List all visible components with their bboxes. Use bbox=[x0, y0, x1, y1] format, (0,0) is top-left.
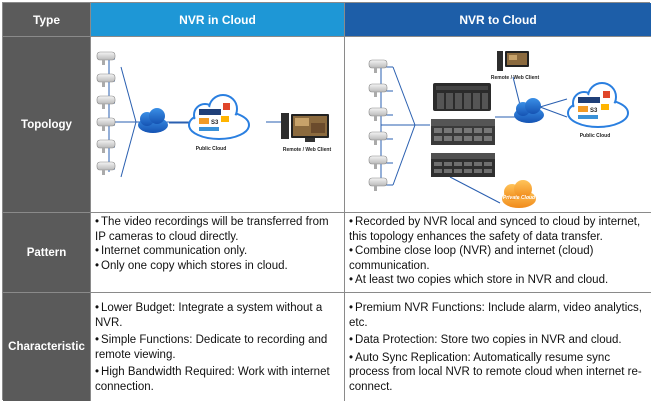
comparison-table: Type NVR in Cloud NVR to Cloud Topology bbox=[2, 2, 651, 401]
topology-a-svg: S3 Public Cloud Remote / Web Client bbox=[96, 51, 332, 178]
ip-camera-icons bbox=[368, 59, 388, 191]
private-cloud-label: Private Cloud bbox=[503, 195, 536, 201]
characteristic-a-list: Lower Budget: Integrate a system without… bbox=[95, 301, 340, 394]
list-item: Lower Budget: Integrate a system without… bbox=[95, 301, 340, 330]
remote-client-label: Remote / Web Client bbox=[491, 75, 540, 81]
public-cloud-label: Public Cloud bbox=[196, 146, 227, 152]
row-label-characteristic-text: Characteristic bbox=[8, 341, 85, 353]
header-nvr-in-cloud-label: NVR in Cloud bbox=[179, 12, 256, 27]
list-item: Premium NVR Functions: Include alarm, vi… bbox=[349, 301, 647, 330]
pattern-a-list: The video recordings will be transferred… bbox=[95, 215, 340, 273]
list-item: Auto Sync Replication: Automatically res… bbox=[349, 351, 647, 395]
topology-diagram-nvr-in-cloud: S3 Public Cloud Remote / Web Client bbox=[91, 37, 345, 213]
public-cloud-label: Public Cloud bbox=[580, 133, 611, 139]
public-cloud-icon: S3 bbox=[188, 94, 250, 140]
row-label-pattern: Pattern bbox=[3, 213, 91, 293]
characteristic-nvr-in-cloud: Lower Budget: Integrate a system without… bbox=[91, 293, 345, 401]
list-item: Internet communication only. bbox=[95, 244, 340, 259]
public-cloud-icon: S3 bbox=[567, 82, 629, 128]
header-type: Type bbox=[3, 3, 91, 37]
topology-diagram-nvr-to-cloud: Remote / Web Client S3 Public Cloud bbox=[345, 37, 651, 213]
header-type-label: Type bbox=[32, 12, 61, 27]
row-label-topology-text: Topology bbox=[21, 118, 72, 131]
nvr-tower-icon bbox=[433, 83, 491, 111]
list-item: Recorded by NVR local and synced to clou… bbox=[349, 215, 647, 244]
internet-cloud-icon bbox=[138, 108, 168, 133]
header-nvr-to-cloud-label: NVR to Cloud bbox=[459, 12, 537, 27]
service-s3: S3 bbox=[590, 108, 598, 114]
list-item: Simple Functions: Dedicate to recording … bbox=[95, 333, 340, 362]
list-item: Only one copy which stores in cloud. bbox=[95, 259, 340, 274]
list-item: High Bandwidth Required: Work with inter… bbox=[95, 365, 340, 394]
characteristic-b-list: Premium NVR Functions: Include alarm, vi… bbox=[349, 301, 647, 394]
ip-camera-icons bbox=[96, 51, 116, 175]
nvr-rack-icon bbox=[431, 119, 495, 145]
list-item: Combine close loop (NVR) and internet (c… bbox=[349, 244, 647, 273]
pattern-nvr-to-cloud: Recorded by NVR local and synced to clou… bbox=[345, 213, 651, 293]
characteristic-nvr-to-cloud: Premium NVR Functions: Include alarm, vi… bbox=[345, 293, 651, 401]
row-label-characteristic: Characteristic bbox=[3, 293, 91, 401]
list-item: At least two copies which store in NVR a… bbox=[349, 273, 647, 288]
remote-client-label: Remote / Web Client bbox=[283, 147, 332, 153]
row-label-topology: Topology bbox=[3, 37, 91, 213]
private-cloud-icon bbox=[502, 180, 536, 208]
header-nvr-in-cloud: NVR in Cloud bbox=[91, 3, 345, 37]
topology-b-svg: Remote / Web Client S3 Public Cloud bbox=[368, 51, 629, 208]
list-item: Data Protection: Store two copies in NVR… bbox=[349, 333, 647, 348]
row-label-pattern-text: Pattern bbox=[26, 246, 67, 259]
nvr-rack-2-icon bbox=[431, 153, 495, 177]
internet-cloud-icon bbox=[514, 98, 544, 123]
header-nvr-to-cloud: NVR to Cloud bbox=[345, 3, 651, 37]
pattern-b-list: Recorded by NVR local and synced to clou… bbox=[349, 215, 647, 288]
list-item: The video recordings will be transferred… bbox=[95, 215, 340, 244]
remote-client-icon bbox=[281, 113, 329, 142]
pattern-nvr-in-cloud: The video recordings will be transferred… bbox=[91, 213, 345, 293]
remote-client-icon bbox=[497, 51, 529, 71]
service-s3: S3 bbox=[211, 120, 219, 126]
